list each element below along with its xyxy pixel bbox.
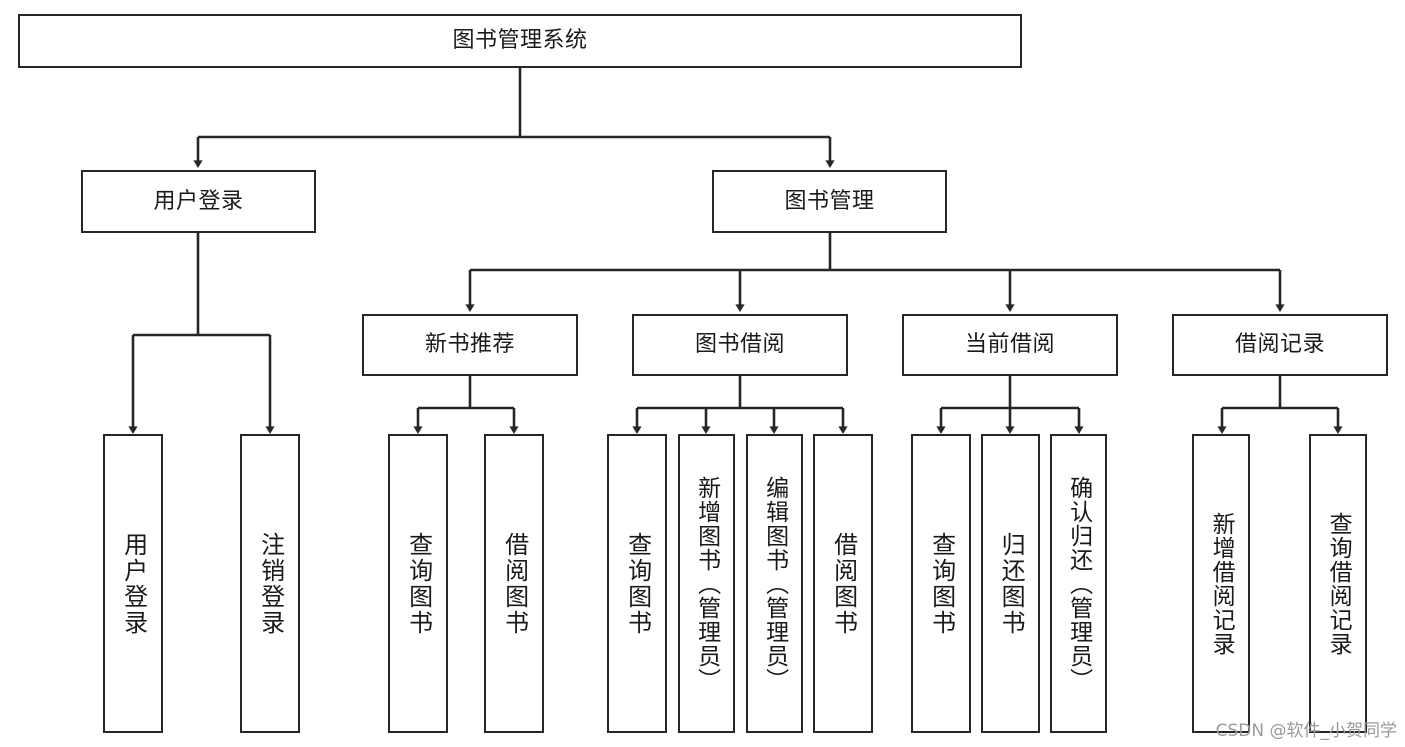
node-new-book-recommend[interactable]: 新书推荐 (362, 314, 578, 376)
node-current-borrow-label: 当前借阅 (964, 332, 1055, 358)
node-leaf-query-book-2-label: 查询图书 (623, 531, 652, 636)
node-book-manage-label: 图书管理 (784, 188, 875, 214)
node-borrow-record-label: 借阅记录 (1234, 332, 1325, 358)
node-leaf-user-login[interactable]: 用户登录 (103, 434, 163, 733)
node-leaf-add-book[interactable]: 新增图书（管理员） (678, 434, 735, 733)
node-leaf-query-book-1[interactable]: 查询图书 (388, 434, 448, 733)
node-leaf-query-book-3[interactable]: 查询图书 (911, 434, 971, 733)
node-leaf-return-book[interactable]: 归还图书 (981, 434, 1040, 733)
node-leaf-edit-book-label: 编辑图书（管理员） (761, 475, 788, 692)
node-current-borrow[interactable]: 当前借阅 (902, 314, 1118, 376)
node-root[interactable]: 图书管理系统 (18, 14, 1022, 68)
node-leaf-query-book-3-label: 查询图书 (927, 531, 956, 636)
node-leaf-confirm-return[interactable]: 确认归还（管理员） (1050, 434, 1107, 733)
node-leaf-query-book-1-label: 查询图书 (404, 531, 433, 636)
node-user-login[interactable]: 用户登录 (81, 170, 316, 233)
node-book-borrow-label: 图书借阅 (694, 332, 785, 358)
node-root-label: 图书管理系统 (452, 28, 588, 54)
node-leaf-borrow-book-2-label: 借阅图书 (829, 531, 858, 636)
node-leaf-query-record[interactable]: 查询借阅记录 (1309, 434, 1367, 733)
node-leaf-confirm-return-label: 确认归还（管理员） (1065, 475, 1092, 692)
node-leaf-logout-label: 注销登录 (256, 531, 285, 636)
node-leaf-return-book-label: 归还图书 (997, 531, 1026, 636)
node-borrow-record[interactable]: 借阅记录 (1172, 314, 1388, 376)
node-user-login-label: 用户登录 (153, 188, 244, 214)
node-leaf-edit-book[interactable]: 编辑图书（管理员） (746, 434, 803, 733)
node-leaf-borrow-book-1[interactable]: 借阅图书 (484, 434, 544, 733)
node-leaf-borrow-book-2[interactable]: 借阅图书 (813, 434, 873, 733)
node-leaf-query-book-2[interactable]: 查询图书 (607, 434, 667, 733)
node-book-borrow[interactable]: 图书借阅 (632, 314, 848, 376)
node-leaf-add-record[interactable]: 新增借阅记录 (1192, 434, 1250, 733)
node-leaf-logout[interactable]: 注销登录 (240, 434, 300, 733)
node-leaf-user-login-label: 用户登录 (119, 531, 148, 636)
node-book-manage[interactable]: 图书管理 (712, 170, 947, 233)
node-leaf-add-book-label: 新增图书（管理员） (693, 475, 720, 692)
node-leaf-add-record-label: 新增借阅记录 (1208, 511, 1235, 656)
node-leaf-borrow-book-1-label: 借阅图书 (500, 531, 529, 636)
node-new-book-recommend-label: 新书推荐 (424, 332, 515, 358)
node-leaf-query-record-label: 查询借阅记录 (1325, 511, 1352, 656)
